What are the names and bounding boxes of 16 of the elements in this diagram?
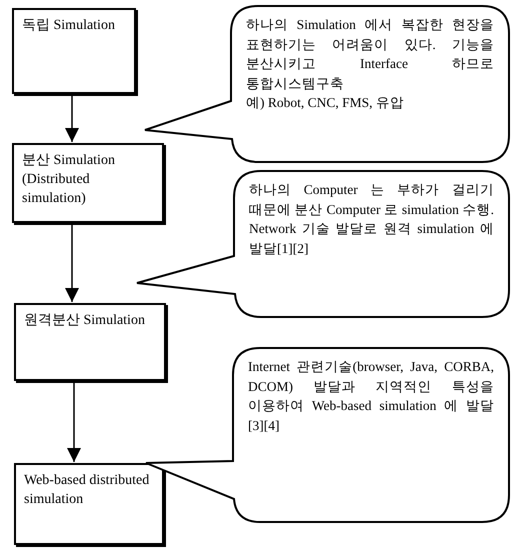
arrow xyxy=(65,225,79,302)
arrow xyxy=(67,383,81,462)
box-label: 원격분산 Simulation xyxy=(24,312,146,330)
box-label: Web-based distributed simulation xyxy=(24,472,150,509)
box-label: 독립 Simulation xyxy=(22,17,116,35)
process-box xyxy=(12,8,136,94)
callout-text: 예) Robot, CNC, FMS, 유압 xyxy=(246,94,405,112)
callout-text: Internet 관련기술(browser, Java, CORBA, DCOM) 발달과 지역적인 특성을 이용하여 Web-based simulation 에 발달 [3][4] xyxy=(248,358,494,434)
process-box xyxy=(14,303,166,381)
callout-text: 하나의 Computer 는 부하가 걸리기 때문에 분산 Computer 로 simulation 수행. Network 기술 발달로 원격 simulation 에 발달[1][2] xyxy=(249,181,494,258)
box-label: 분산 Simulation (Distributed simulation) xyxy=(22,152,116,208)
callout-text: 하나의 Simulation 에서 복잡한 현장을 표현하기는 어려움이 있다. 기능을 분산시키고 Interface 하므로 통합시스템구축 xyxy=(246,16,494,92)
callout-bubble xyxy=(145,5,510,163)
process-box xyxy=(14,463,164,545)
process-box xyxy=(12,143,164,223)
arrow xyxy=(65,96,79,142)
